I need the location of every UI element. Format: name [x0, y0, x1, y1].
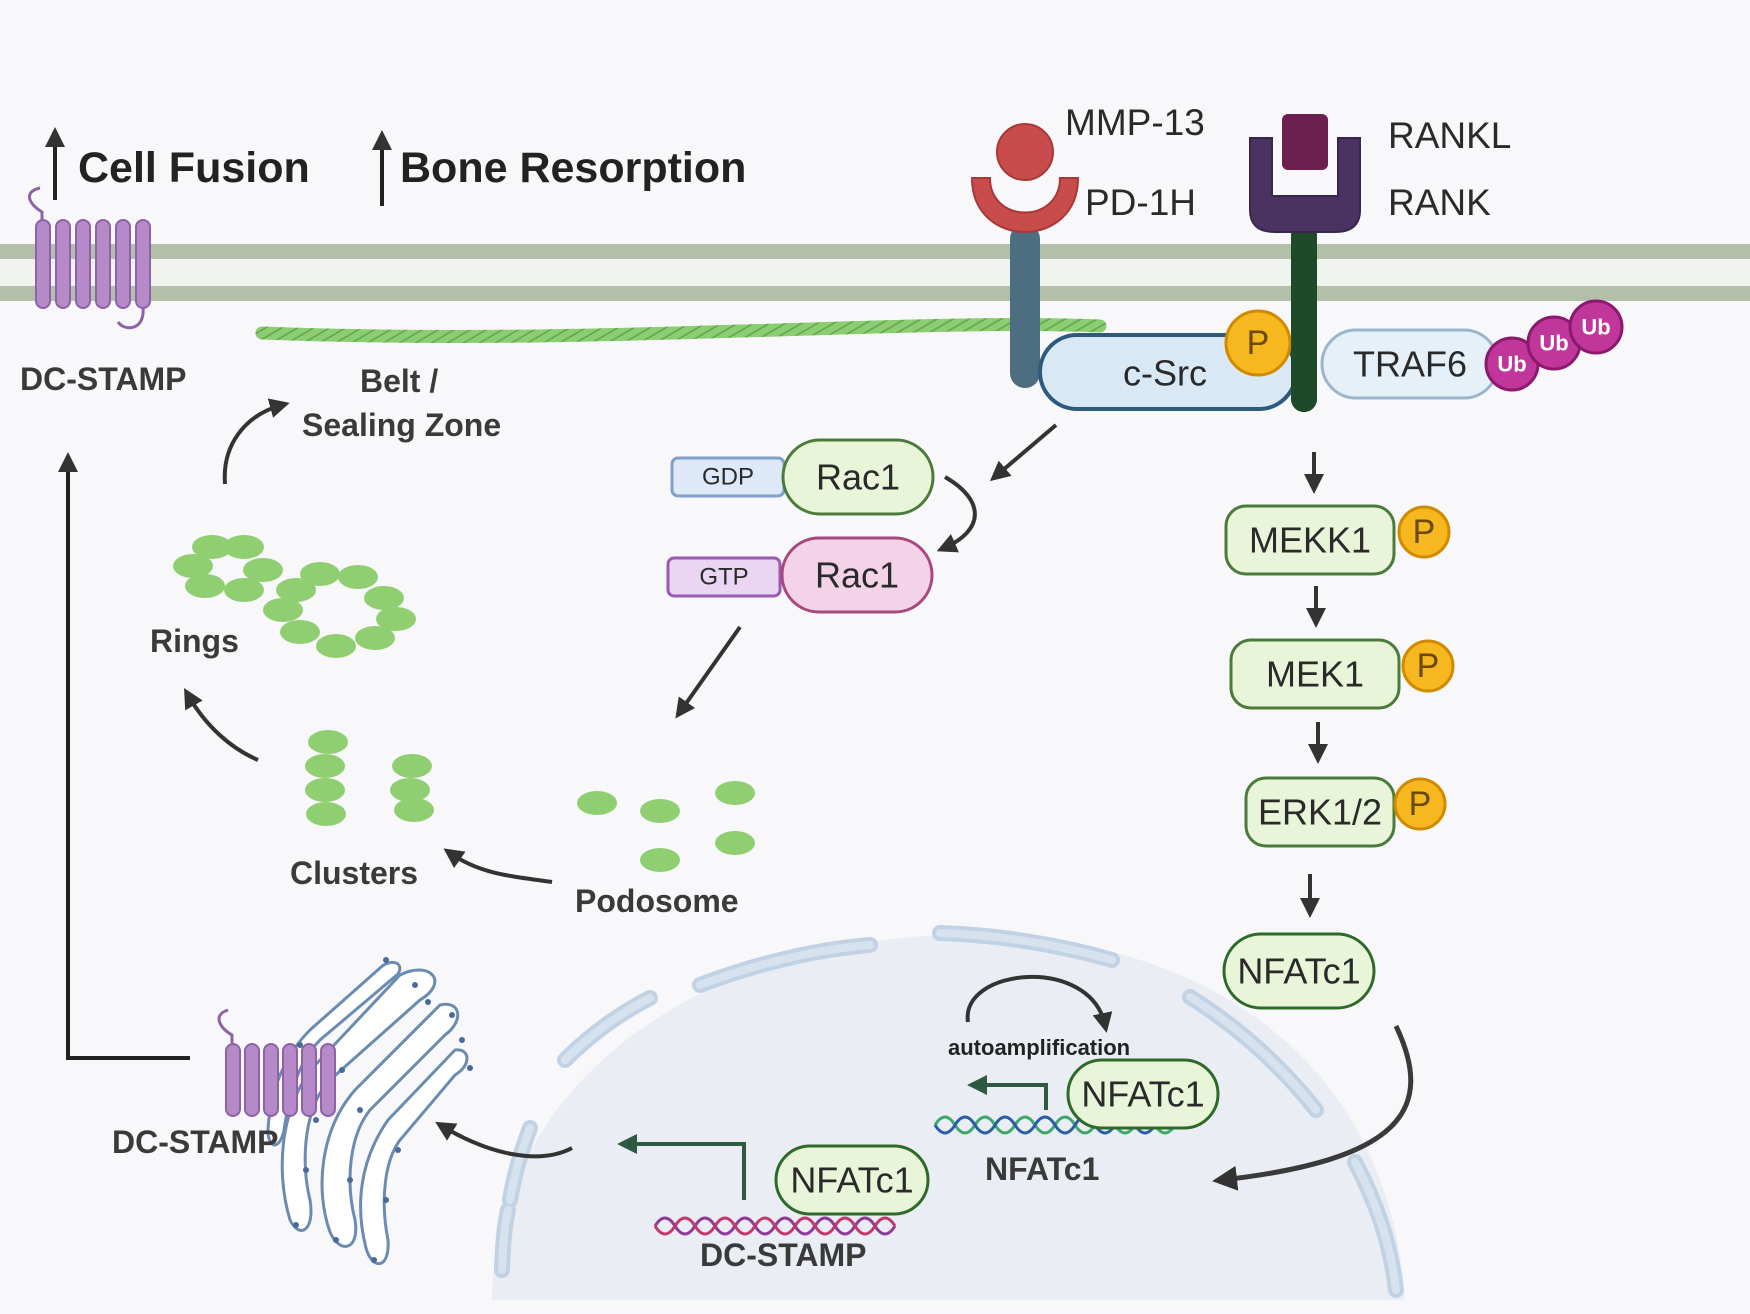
svg-text:NFATc1: NFATc1 — [1081, 1074, 1204, 1115]
rac1-activation-arrow — [936, 475, 977, 553]
podosome-to-clusters-arrow — [443, 848, 553, 884]
bone-resorption-label: Bone Resorption — [400, 144, 746, 192]
dc-stamp-trafficking-arrow — [58, 452, 190, 1060]
svg-text:Rac1: Rac1 — [816, 457, 900, 498]
rank-label: RANK — [1388, 182, 1491, 223]
autoamplification-label: autoamplification — [948, 1035, 1130, 1060]
rings-to-belt-arrow — [222, 398, 290, 485]
svg-text:MEK1: MEK1 — [1266, 654, 1364, 695]
clusters-label: Clusters — [290, 855, 418, 891]
nfatc1-cytoplasm-node: NFATc1 — [1222, 932, 1376, 1010]
rac1-gdp-node: Rac1 — [781, 438, 935, 516]
cell-fusion-header: Cell Fusion — [45, 127, 310, 200]
mmp13-label: MMP-13 — [1065, 102, 1205, 143]
podosome-dots — [577, 781, 755, 872]
mekk1-node: MEKK1 — [1224, 504, 1396, 576]
nfatc1-translocation-arrow — [1212, 1024, 1414, 1191]
gdp-tag: GDP — [670, 456, 786, 498]
erk12-node: ERK1/2 — [1244, 776, 1396, 848]
rankl-ligand — [1282, 114, 1328, 170]
dc-stamp-dna — [653, 1216, 897, 1236]
nucleus-to-golgi-arrow — [435, 1121, 573, 1159]
nfatc1-nucleus-bottom-node: NFATc1 — [774, 1144, 930, 1216]
nfatc1-transcription-arrow — [967, 1075, 1048, 1110]
svg-text:P: P — [1417, 647, 1440, 685]
rac1-gtp-node: Rac1 — [780, 536, 934, 614]
rankl-label: RANKL — [1388, 115, 1511, 156]
dc-stamp-golgi-protein — [217, 1008, 336, 1117]
sealing-zone-belt — [255, 318, 1107, 343]
svg-text:Ub: Ub — [1581, 315, 1610, 340]
mek1-phospho-badge: P — [1401, 639, 1455, 693]
svg-text:ERK1/2: ERK1/2 — [1258, 792, 1382, 833]
svg-text:Ub: Ub — [1497, 352, 1526, 377]
mek1-node: MEK1 — [1229, 638, 1401, 710]
traf6-node: TRAF6 — [1320, 328, 1500, 400]
ubiquitin-chain: Ub Ub Ub — [1484, 299, 1624, 392]
traf6-label: TRAF6 — [1353, 344, 1467, 385]
podosome-label: Podosome — [575, 883, 739, 919]
svg-text:P: P — [1413, 513, 1436, 551]
cascade-arrows — [1300, 452, 1328, 918]
cell-membrane — [0, 244, 1750, 301]
ubiquitin-icon: Ub — [1484, 336, 1540, 392]
dc-stamp-golgi-label: DC-STAMP — [112, 1124, 279, 1160]
svg-text:Ub: Ub — [1539, 331, 1568, 356]
dc-stamp-membrane-label: DC-STAMP — [20, 361, 187, 397]
ribosome-dots — [273, 957, 473, 1263]
nfatc1-nucleus-top-node: NFATc1 — [1066, 1058, 1220, 1130]
nfatc1-gene-label: NFATc1 — [985, 1151, 1099, 1187]
ubiquitin-icon: Ub — [1568, 299, 1624, 355]
svg-text:NFATc1: NFATc1 — [790, 1160, 913, 1201]
erk12-phospho-badge: P — [1393, 777, 1447, 831]
svg-text:Rac1: Rac1 — [815, 555, 899, 596]
bone-resorption-header: Bone Resorption — [372, 130, 746, 206]
mmp13-ligand — [996, 123, 1054, 181]
sealing-zone-label: Sealing Zone — [302, 407, 501, 443]
cell-fusion-label: Cell Fusion — [78, 144, 310, 192]
svg-text:P: P — [1409, 785, 1432, 823]
pd1h-label: PD-1H — [1085, 182, 1196, 223]
csrc-label: c-Src — [1123, 353, 1207, 394]
csrc-to-rac1-arrow — [989, 423, 1058, 482]
pd1h-receptor — [970, 123, 1080, 388]
ring-dots — [173, 535, 416, 658]
svg-text:P: P — [1247, 324, 1270, 362]
mekk1-phospho-badge: P — [1397, 505, 1451, 559]
rings-label: Rings — [150, 623, 239, 659]
belt-label: Belt / — [360, 363, 438, 399]
dc-stamp-gene-label: DC-STAMP — [700, 1237, 867, 1273]
rac1-to-podosome-arrow — [675, 625, 742, 719]
gtp-tag: GTP — [666, 556, 782, 598]
svg-text:GDP: GDP — [702, 464, 754, 491]
clusters-to-rings-arrow — [184, 688, 259, 762]
svg-text:MEKK1: MEKK1 — [1249, 520, 1371, 561]
ubiquitin-icon: Ub — [1526, 315, 1582, 371]
svg-text:GTP: GTP — [699, 564, 748, 591]
svg-text:NFATc1: NFATc1 — [1237, 951, 1360, 992]
csrc-phospho-badge: P — [1224, 309, 1292, 377]
dc-stamp-membrane-protein — [28, 186, 151, 330]
rank-stem — [1291, 300, 1317, 412]
cluster-dots — [305, 730, 434, 826]
autoamplification-arrow — [965, 974, 1113, 1033]
dc-stamp-transcription-arrow — [617, 1134, 746, 1200]
